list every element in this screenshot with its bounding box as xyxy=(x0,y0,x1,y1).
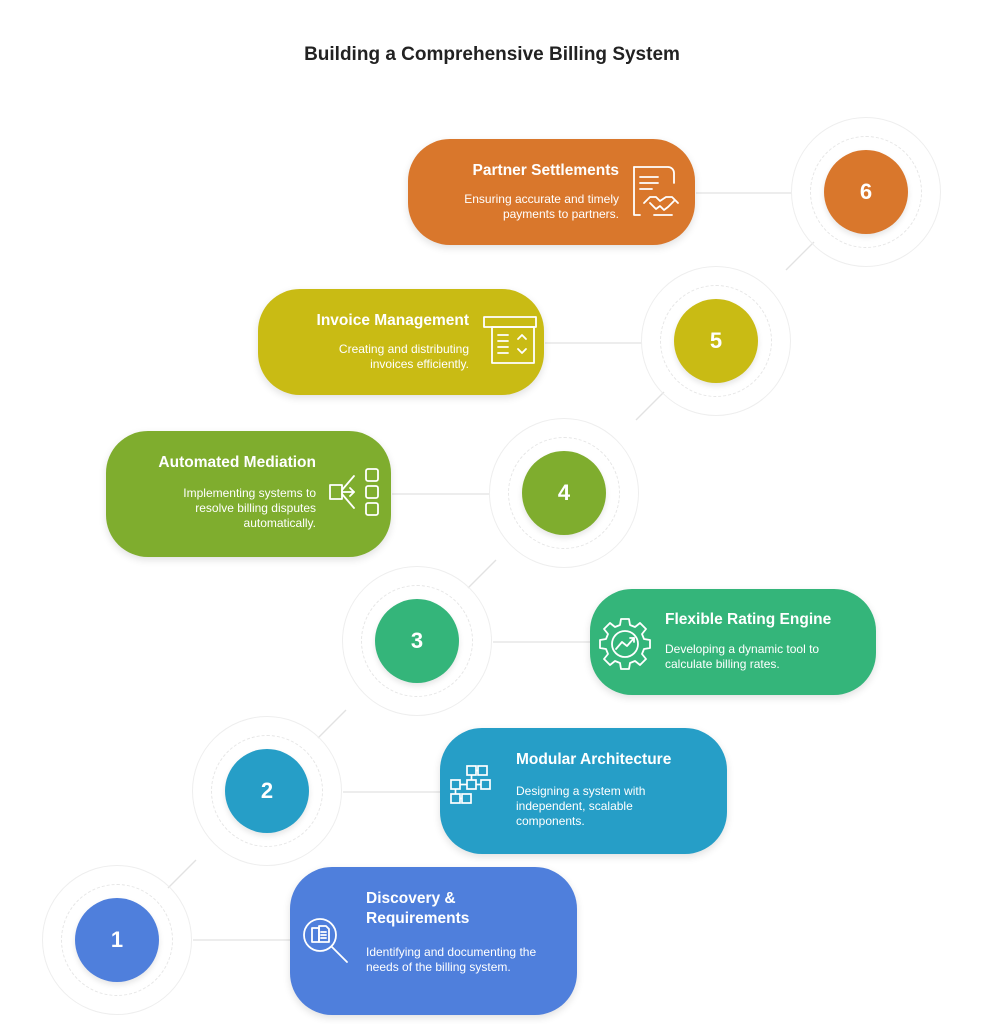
modules-icon xyxy=(448,764,494,818)
step-4-card: Automated Mediation Implementing systems… xyxy=(106,431,391,557)
step-3-card: Flexible Rating Engine Developing a dyna… xyxy=(590,589,876,695)
step-5-description: Creating and distributing invoices effic… xyxy=(338,342,469,371)
ring-step-3 xyxy=(342,566,492,716)
step-4-title: Automated Mediation xyxy=(158,454,316,471)
ring-step-1 xyxy=(42,865,192,1015)
step-2-card: Modular Architecture Designing a system … xyxy=(440,728,727,854)
step-4-description: Implementing systems to resolve billing … xyxy=(183,486,316,530)
step-2-title: Modular Architecture xyxy=(516,751,672,768)
ring-step-4 xyxy=(489,418,639,568)
gear-chart-icon xyxy=(596,615,654,673)
step-5-number: 5 xyxy=(674,299,758,383)
step-4-number: 4 xyxy=(522,451,606,535)
contract-handshake-icon xyxy=(628,163,688,223)
step-3-title: Flexible Rating Engine xyxy=(665,611,832,628)
step-1-card: Discovery & Requirements Identifying and… xyxy=(290,867,577,1015)
step-6-title: Partner Settlements xyxy=(472,162,619,179)
step-6-description: Ensuring accurate and timely payments to… xyxy=(464,192,619,221)
ring-step-6 xyxy=(791,117,941,267)
ring-step-2 xyxy=(192,716,342,866)
invoice-icon xyxy=(482,311,538,369)
step-3-description: Developing a dynamic tool to calculate b… xyxy=(665,642,820,671)
step-6-card: Partner Settlements Ensuring accurate an… xyxy=(408,139,695,245)
step-6-number: 6 xyxy=(824,150,908,234)
step-5-card: Invoice Management Creating and distribu… xyxy=(258,289,544,395)
magnifier-document-icon xyxy=(298,913,356,971)
step-5-title: Invoice Management xyxy=(316,312,469,329)
step-1-title: Discovery & Requirements xyxy=(366,890,470,927)
step-3-number: 3 xyxy=(375,599,459,683)
step-1-number: 1 xyxy=(75,898,159,982)
step-2-number: 2 xyxy=(225,749,309,833)
ring-step-5 xyxy=(641,266,791,416)
step-2-description: Designing a system with independent, sca… xyxy=(516,784,646,828)
page-title: Building a Comprehensive Billing System xyxy=(304,44,680,65)
step-1-description: Identifying and documenting the needs of… xyxy=(366,945,537,974)
flow-branch-icon xyxy=(326,465,382,523)
